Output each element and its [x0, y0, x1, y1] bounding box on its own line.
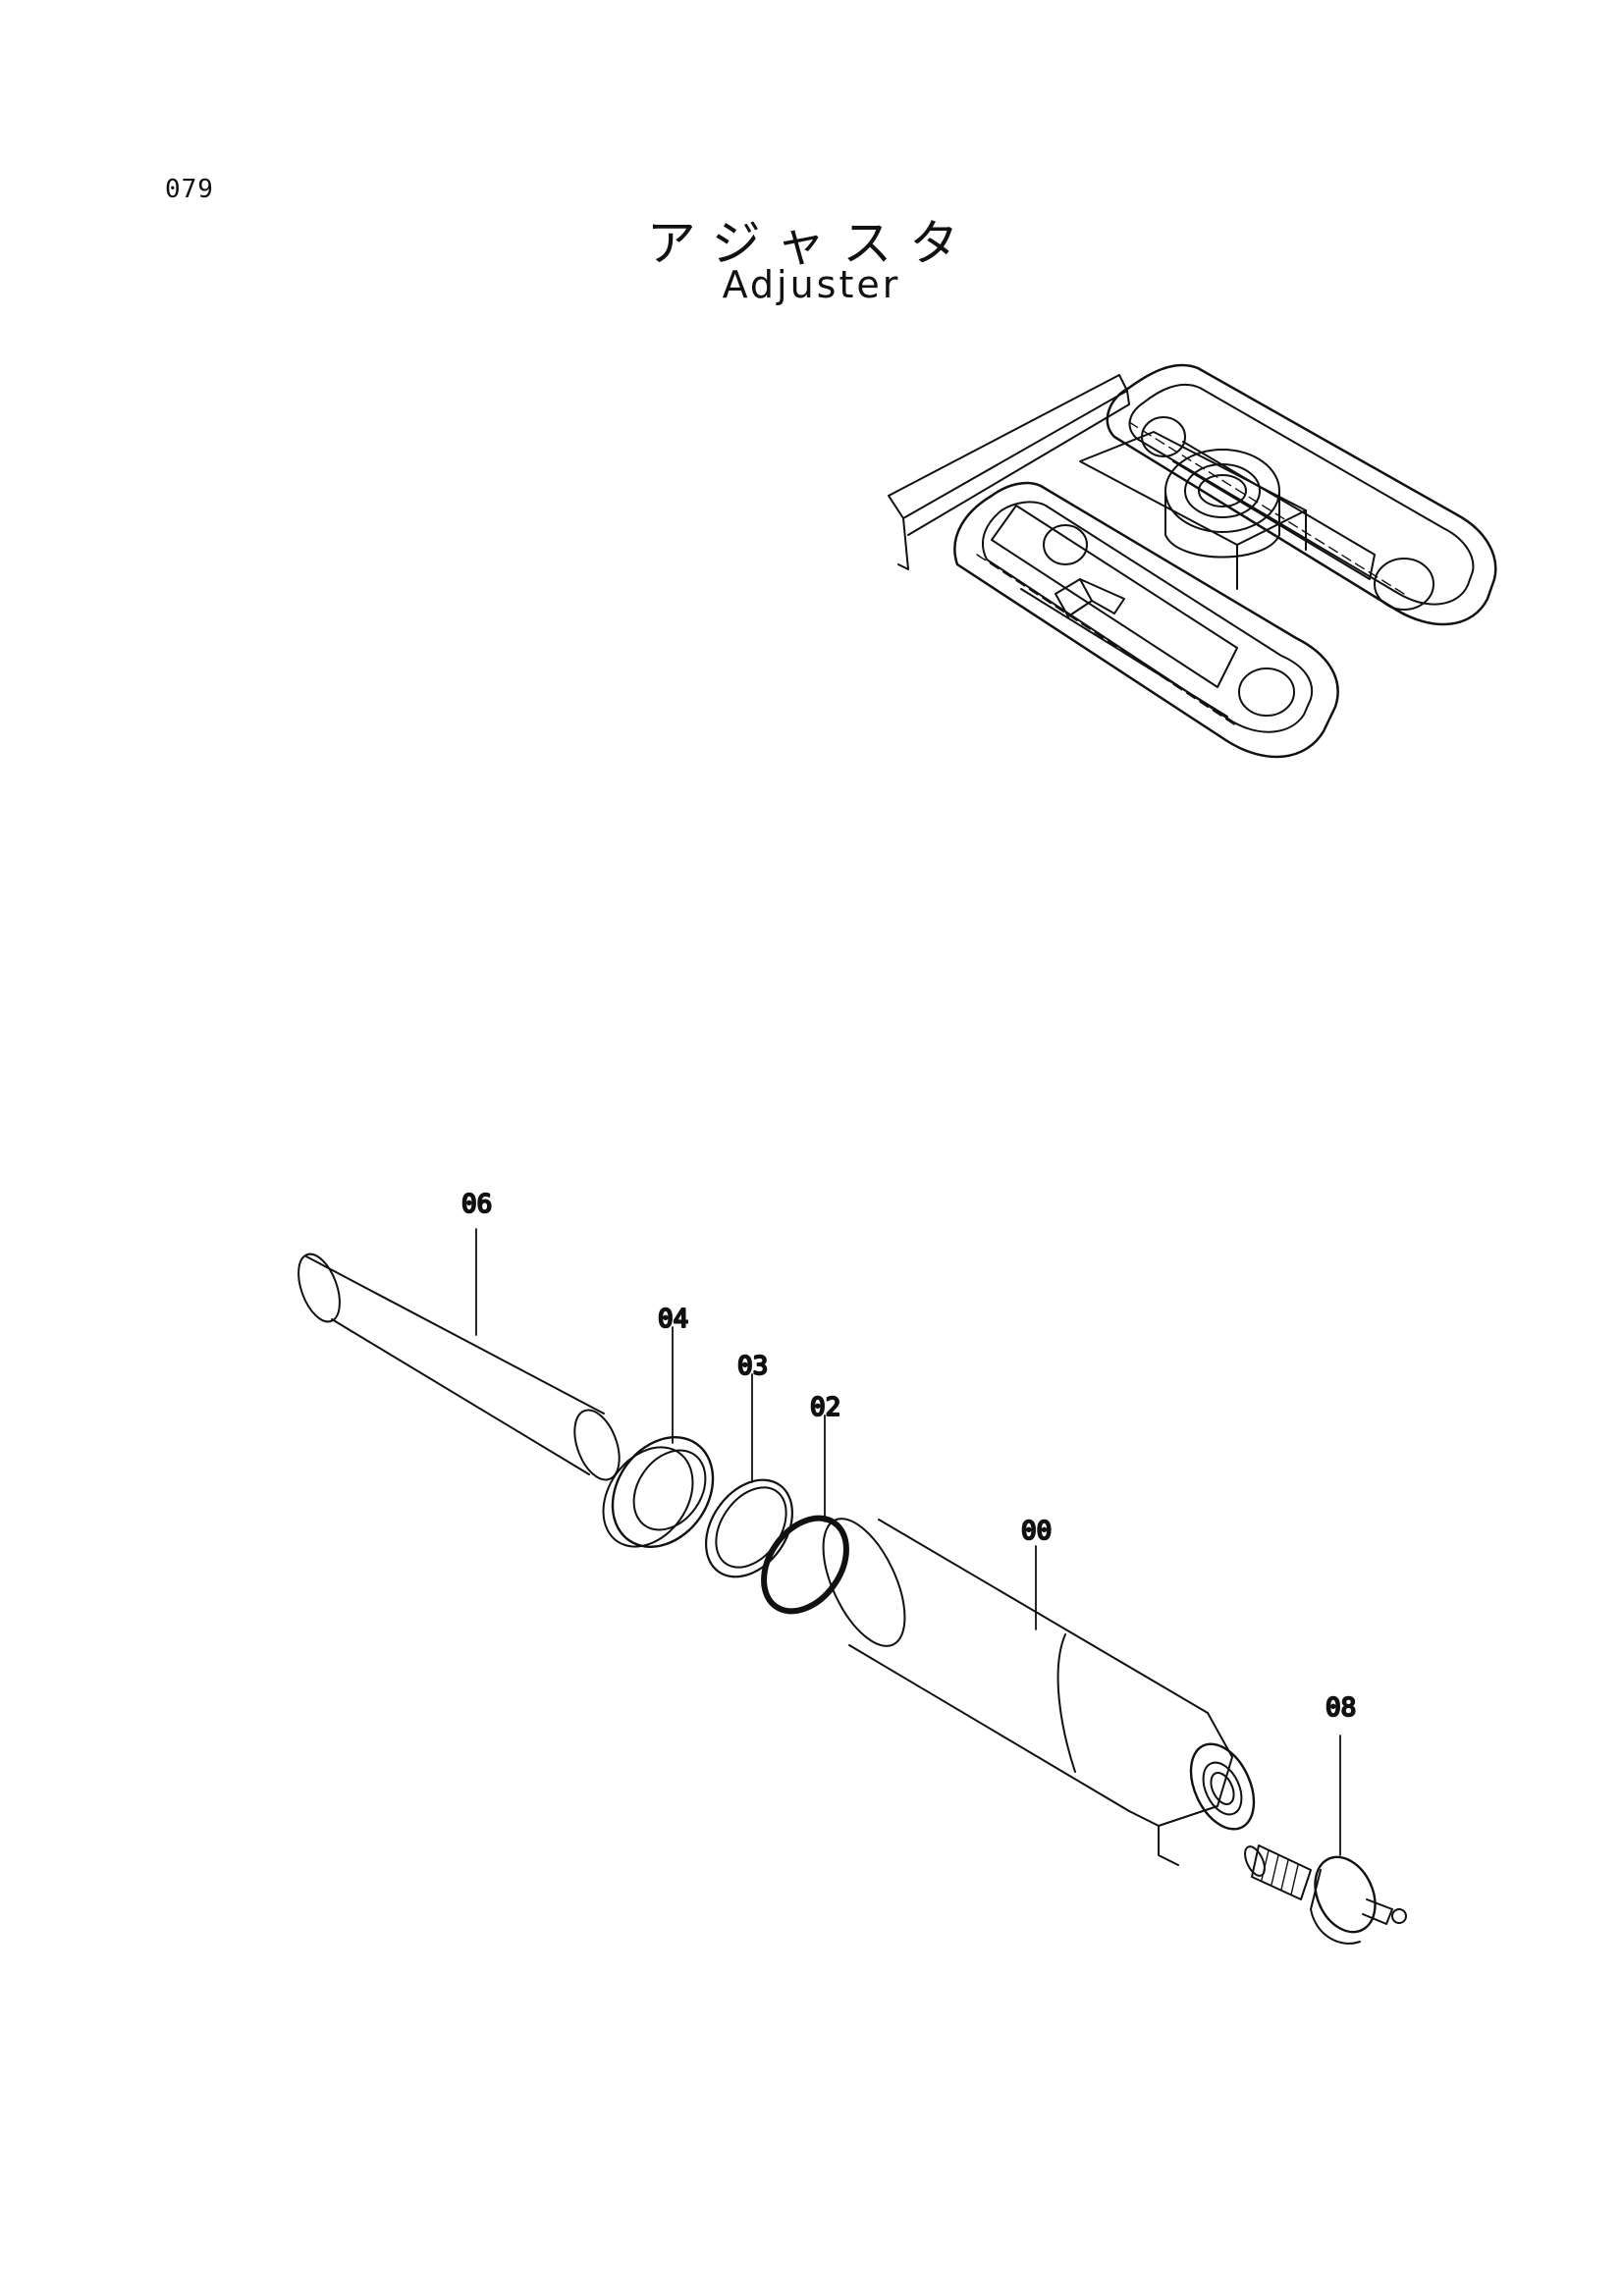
part-00-cylinder — [822, 1518, 1256, 1866]
callout-03: 03 — [737, 1352, 768, 1381]
callout-00: 00 — [1021, 1517, 1052, 1546]
page-number: 079 — [165, 175, 214, 204]
part-04-seal — [602, 1436, 715, 1548]
leader-lines — [475, 1228, 1341, 1856]
part-06-tube — [298, 1253, 621, 1481]
title-japanese: アジャスタ — [646, 215, 977, 272]
callout-06: 06 — [461, 1190, 492, 1219]
undercarriage-overview-illustration — [888, 363, 1497, 759]
part-08-grease-valve — [1244, 1844, 1407, 1945]
title-english: Adjuster — [722, 263, 901, 306]
callout-08: 08 — [1325, 1693, 1356, 1723]
part-02-o-ring — [761, 1515, 849, 1615]
callout-04: 04 — [658, 1305, 688, 1334]
callout-02: 02 — [810, 1393, 840, 1422]
